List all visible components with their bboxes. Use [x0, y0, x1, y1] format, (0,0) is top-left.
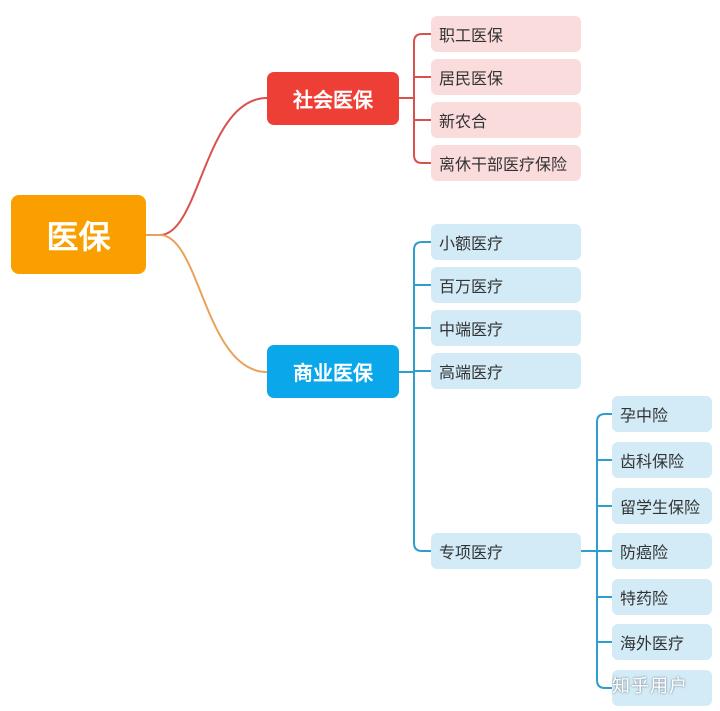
node-cancer-insurance[interactable]: 防癌险	[612, 533, 712, 569]
link-root-social	[145, 97, 268, 236]
link-social-leaf	[413, 33, 432, 43]
node-commercial-insurance[interactable]: 商业医保	[267, 345, 399, 398]
node-pregnancy-insurance[interactable]: 孕中险	[612, 396, 712, 432]
link-commercial-leaf	[413, 241, 432, 251]
node-employee-insurance[interactable]: 职工医保	[431, 16, 581, 52]
node-special-medical[interactable]: 专项医疗	[431, 533, 581, 569]
node-small-medical[interactable]: 小额医疗	[431, 224, 581, 260]
zhihu-watermark: 知乎用户	[612, 676, 688, 697]
node-high-end-medical[interactable]: 高端医疗	[431, 353, 581, 389]
link-social-leaf	[413, 154, 432, 164]
link-special-leaf	[596, 679, 613, 689]
node-resident-insurance[interactable]: 居民医保	[431, 59, 581, 95]
node-dental-insurance[interactable]: 齿科保险	[612, 442, 712, 478]
root-node[interactable]: 医保	[11, 195, 146, 274]
node-social-insurance[interactable]: 社会医保	[267, 72, 399, 125]
node-overseas-medical[interactable]: 海外医疗	[612, 624, 712, 660]
link-root-commercial	[145, 234, 268, 373]
link-special-leaf	[596, 413, 613, 423]
node-rural-cooperative[interactable]: 新农合	[431, 102, 581, 138]
node-retired-cadre-insurance[interactable]: 离休干部医疗保险	[431, 145, 581, 181]
node-overseas-student-insurance[interactable]: 留学生保险	[612, 488, 712, 524]
node-special-drug-insurance[interactable]: 特药险	[612, 579, 712, 615]
node-blank-leaf[interactable]	[612, 670, 712, 706]
link-commercial-leaf	[413, 542, 432, 552]
node-mid-end-medical[interactable]: 中端医疗	[431, 310, 581, 346]
node-million-medical[interactable]: 百万医疗	[431, 267, 581, 303]
